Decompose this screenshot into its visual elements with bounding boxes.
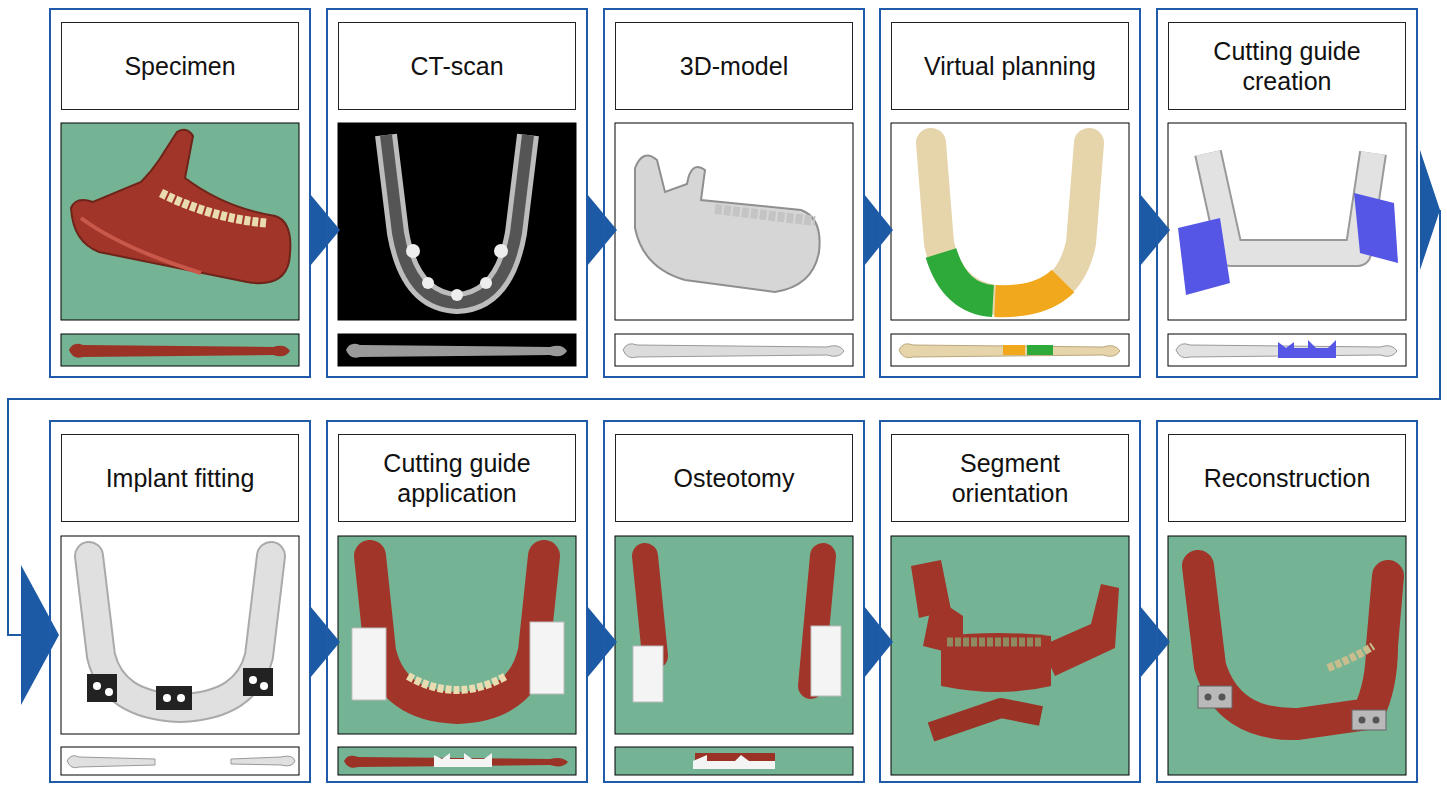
step-title: Cutting guide creation <box>1168 22 1406 110</box>
model-render <box>615 123 853 320</box>
model-strip <box>615 334 853 366</box>
step-panel: CT-scan <box>326 8 588 378</box>
step-title: Implant fitting <box>61 434 299 522</box>
step-title: Segment orientation <box>891 434 1129 522</box>
guide-strip <box>1168 334 1406 366</box>
implant-render <box>61 536 299 734</box>
flow-arrow <box>310 606 340 678</box>
step-title: Reconstruction <box>1168 434 1406 522</box>
guide-application-photo <box>338 536 576 734</box>
step-panel: Cutting guide application <box>326 420 588 783</box>
arrow-head <box>21 565 59 705</box>
flow-arrow <box>310 194 340 266</box>
arrow-head <box>587 606 617 678</box>
arrow-head <box>1140 606 1170 678</box>
arrow-head <box>1140 194 1170 266</box>
step-panel: Specimen <box>49 8 311 378</box>
step-panel: Implant fitting <box>49 420 311 783</box>
segments-photo <box>891 536 1129 775</box>
osteotomy-photo <box>615 536 853 734</box>
guide-render <box>1168 123 1406 320</box>
arrow-head <box>310 606 340 678</box>
implant-strip <box>61 747 299 775</box>
step-panel: Segment orientation <box>879 420 1141 783</box>
planning-strip <box>891 334 1129 366</box>
osteotomy-strip <box>615 747 853 775</box>
flow-arrow <box>587 194 617 266</box>
step-panel: 3D-model <box>603 8 865 378</box>
reconstruction-photo <box>1168 536 1406 775</box>
ct-strip <box>338 334 576 366</box>
step-title: Virtual planning <box>891 22 1129 110</box>
flow-arrow <box>587 606 617 678</box>
planning-render <box>891 123 1129 320</box>
specimen-strip <box>61 334 299 366</box>
guide-application-strip <box>338 747 576 775</box>
specimen-photo <box>61 123 299 320</box>
step-title: CT-scan <box>338 22 576 110</box>
flow-arrow <box>8 150 1440 705</box>
arrow-tail <box>1420 150 1440 270</box>
step-title: Specimen <box>61 22 299 110</box>
step-panel: Virtual planning <box>879 8 1141 378</box>
ct-image <box>338 123 576 320</box>
step-panel: Reconstruction <box>1156 420 1418 783</box>
step-title: Cutting guide application <box>338 434 576 522</box>
step-title: 3D-model <box>615 22 853 110</box>
arrow-head <box>310 194 340 266</box>
step-panel: Cutting guide creation <box>1156 8 1418 378</box>
flow-arrow <box>1140 194 1170 266</box>
flow-line <box>8 210 1440 635</box>
step-title: Osteotomy <box>615 434 853 522</box>
flow-arrow <box>1140 606 1170 678</box>
step-panel: Osteotomy <box>603 420 865 783</box>
arrow-head <box>587 194 617 266</box>
